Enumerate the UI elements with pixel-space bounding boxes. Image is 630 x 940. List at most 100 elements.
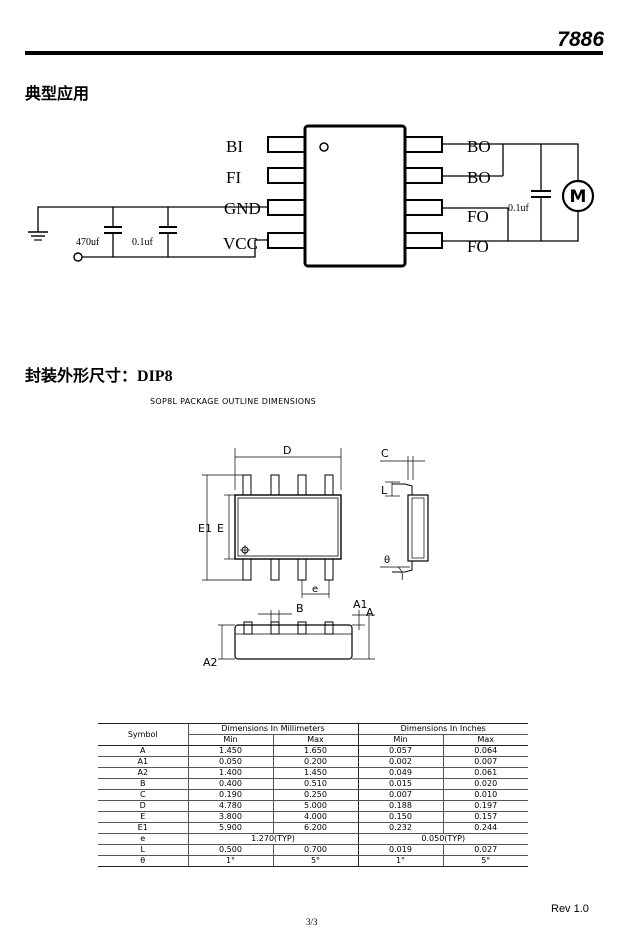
- pin-stub: [267, 199, 306, 216]
- package-heading: 封装外形尺寸：DIP8: [25, 362, 173, 386]
- pin-stub: [404, 232, 443, 249]
- cell-mm-min: 1.400: [187, 767, 273, 779]
- front-view-body: [234, 624, 353, 660]
- pin-stub: [267, 232, 306, 249]
- pin-label-bo-2: BO: [467, 168, 491, 187]
- col-in-header: Dimensions In Inches: [357, 723, 528, 735]
- table-subheader-row: Min Max Min Max: [98, 734, 528, 746]
- cell-mm-max: 6.200: [272, 822, 358, 834]
- cell-mm-max: 1.650: [272, 745, 358, 757]
- cell-in-max: 0.197: [442, 800, 528, 812]
- cell-in-min: 0.015: [357, 778, 443, 790]
- cap-filter-label: 0.1uf: [132, 237, 154, 248]
- motor-symbol: [561, 179, 595, 213]
- package-heading-pkg: DIP8: [137, 368, 173, 385]
- dim-label-a1: A1: [353, 598, 368, 611]
- dim-label-a2: A2: [203, 656, 218, 669]
- cell-in-max: 0.027: [442, 844, 528, 856]
- cell-mm-max: 4.000: [272, 811, 358, 823]
- cell-mm-max: 5.000: [272, 800, 358, 812]
- cell-in-max: 5°: [442, 855, 528, 867]
- cell-in-max: 0.020: [442, 778, 528, 790]
- cell-in-min: 0.007: [357, 789, 443, 801]
- pin-stub: [267, 167, 306, 184]
- cell-symbol: E1: [98, 822, 188, 834]
- pin-label-fi: FI: [226, 168, 241, 187]
- mm-min-header: Min: [187, 734, 273, 746]
- dim-label-d: D: [283, 444, 291, 457]
- cell-mm-max: 0.250: [272, 789, 358, 801]
- pin-label-bi: BI: [226, 137, 243, 156]
- cell-in-max: 0.064: [442, 745, 528, 757]
- cell-symbol: e: [98, 833, 188, 845]
- cell-mm-min: 3.800: [187, 811, 273, 823]
- pin-label-bo-1: BO: [467, 137, 491, 156]
- pin-label-fo-1: FO: [467, 207, 489, 226]
- pin-stub: [404, 136, 443, 153]
- cell-in-min: 0.057: [357, 745, 443, 757]
- table-row: e 1.270(TYP) 0.050(TYP): [98, 833, 528, 845]
- cell-in-max: 0.244: [442, 822, 528, 834]
- cell-in-max: 0.061: [442, 767, 528, 779]
- pin1-marker: [319, 142, 329, 152]
- cell-in-min: 0.150: [357, 811, 443, 823]
- cell-in-max: 0.157: [442, 811, 528, 823]
- cell-mm-min: 5.900: [187, 822, 273, 834]
- dimensions-table: Symbol Dimensions In Millimeters Dimensi…: [98, 723, 528, 867]
- dim-label-theta: θ: [384, 555, 390, 566]
- cell-mm-min: 1.450: [187, 745, 273, 757]
- application-heading: 典型应用: [25, 84, 90, 103]
- table-header-row: Symbol Dimensions In Millimeters Dimensi…: [98, 723, 528, 746]
- dim-label-l: L: [381, 484, 388, 497]
- cell-mm-min: 0.400: [187, 778, 273, 790]
- drawing-caption: SOP8L PACKAGE OUTLINE DIMENSIONS: [150, 397, 317, 406]
- cell-symbol: C: [98, 789, 188, 801]
- pin-stub: [404, 167, 443, 184]
- cell-in-max: 0.010: [442, 789, 528, 801]
- application-circuit: BI FI GND VCC BO BO FO FO 470uf 0.1uf 0.…: [28, 124, 595, 268]
- in-min-header: Min: [357, 734, 443, 746]
- ic-body: [303, 124, 407, 268]
- top-view-body: [234, 494, 342, 560]
- cell-mm-typ: 1.270(TYP): [187, 833, 358, 845]
- cell-symbol: A2: [98, 767, 188, 779]
- cell-in-min: 0.019: [357, 844, 443, 856]
- cell-mm-min: 0.500: [187, 844, 273, 856]
- cell-mm-min: 0.050: [187, 756, 273, 768]
- dim-label-a: A: [366, 606, 374, 619]
- cell-in-min: 1°: [357, 855, 443, 867]
- dim-label-e1: E1: [198, 522, 212, 535]
- pin-stub: [404, 199, 443, 216]
- header-rule: [25, 51, 603, 55]
- cell-mm-min: 1°: [187, 855, 273, 867]
- package-outline-drawing: D E1 E e C L θ B A1 A A2: [198, 444, 429, 669]
- cell-mm-max: 1.450: [272, 767, 358, 779]
- cap-motor-label: 0.1uf: [508, 203, 530, 214]
- cell-in-typ: 0.050(TYP): [357, 833, 528, 845]
- pin-label-fo-2: FO: [467, 237, 489, 256]
- package-heading-cn: 封装外形尺寸：: [25, 366, 138, 385]
- pin-label-gnd: GND: [224, 199, 261, 218]
- cell-symbol: E: [98, 811, 188, 823]
- side-view-body: [407, 494, 429, 562]
- in-max-header: Max: [442, 734, 528, 746]
- mm-max-header: Max: [272, 734, 358, 746]
- cell-mm-max: 0.700: [272, 844, 358, 856]
- cell-symbol: D: [98, 800, 188, 812]
- cell-in-min: 0.002: [357, 756, 443, 768]
- cap-470uf-label: 470uf: [76, 237, 100, 248]
- part-number: 7886: [557, 28, 604, 51]
- cell-symbol: A: [98, 745, 188, 757]
- cell-in-min: 0.188: [357, 800, 443, 812]
- dim-label-c: C: [381, 447, 389, 460]
